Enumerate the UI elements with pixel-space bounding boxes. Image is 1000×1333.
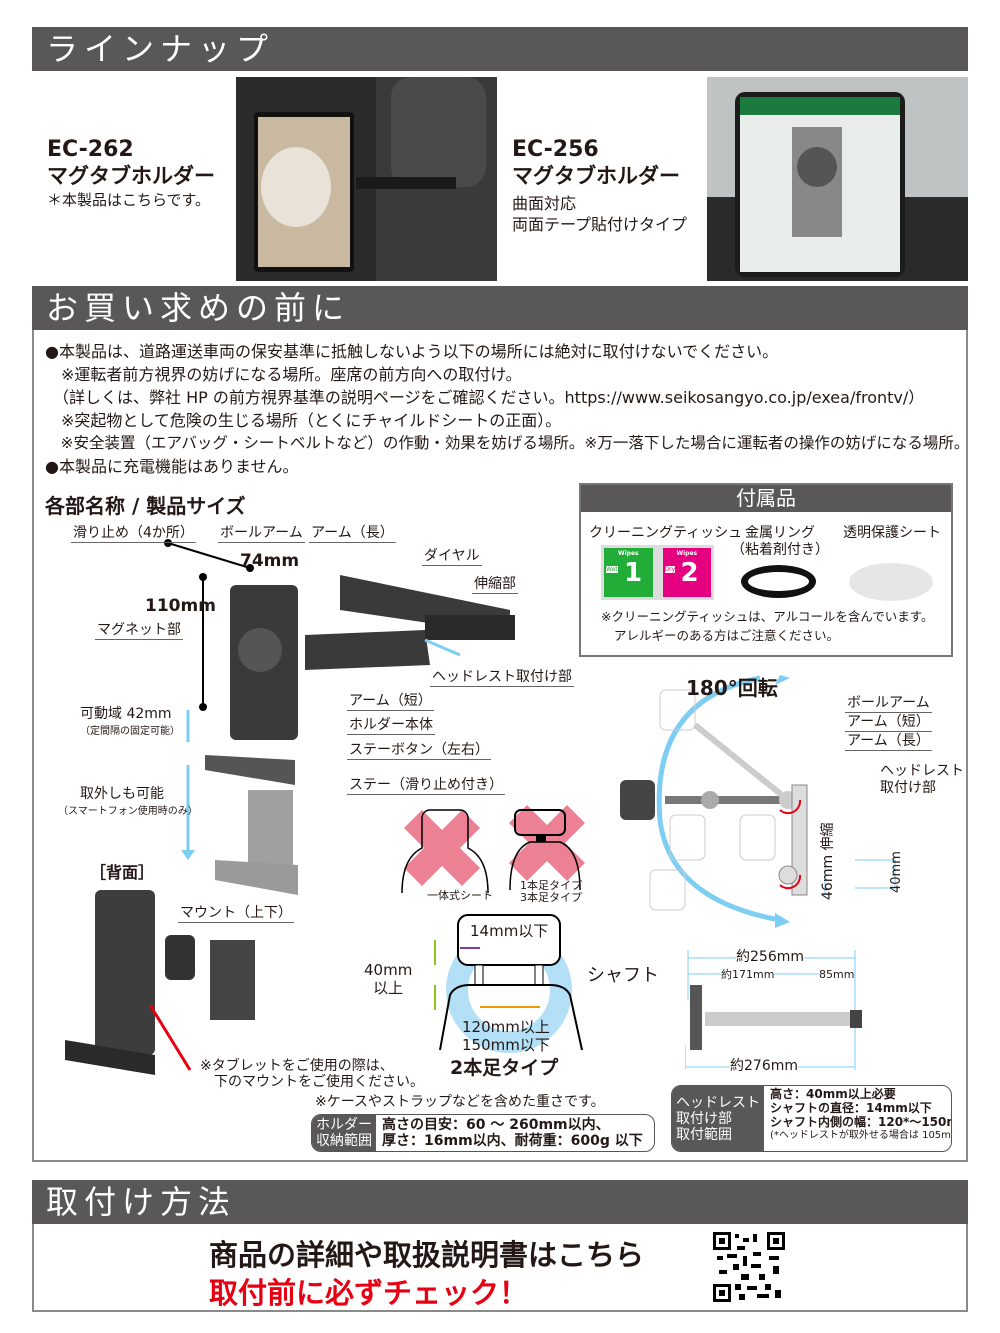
spec-line: (*ヘッドレストが取外せる場合は 105mm～ )	[770, 1130, 951, 1141]
label-stay-button: ステーボタン（左右）	[347, 742, 491, 760]
dim-40mm: 40mm	[889, 851, 904, 893]
dim-a: 約171mm	[721, 966, 775, 983]
tablet-note: 下のマウントをご使用ください。	[214, 1074, 424, 1090]
label-arm-long: アーム（長）	[309, 525, 396, 543]
label-mount: マウント（上下）	[178, 905, 294, 923]
stretch-dimension: 46mm 伸縮	[820, 822, 836, 900]
product-ec256: EC-256 マグタブホルダー 曲面対応 両面テープ貼付けタイプ	[512, 137, 687, 235]
tablet-note: ※タブレットをご使用の際は、	[200, 1058, 394, 1074]
feature: 両面テープ貼付けタイプ	[512, 215, 688, 234]
accessory-sheet: 透明保護シート	[843, 525, 941, 541]
spec-line: シャフト内側の幅：120*～150mm	[770, 1115, 952, 1129]
dim-bottom: 約276mm	[730, 1058, 798, 1075]
notice-line: ●本製品に充電機能はありません。	[45, 457, 299, 476]
lineup-header: ラインナップ	[32, 27, 968, 71]
accessory-ring: 金属リング （粘着剤付き）	[731, 525, 829, 558]
product-ec262: EC-262 マグタブホルダー ＊本製品はこちらです。	[47, 137, 215, 211]
wipe-type: Dry	[664, 566, 676, 573]
two-leg-type: 2本足タイプ	[450, 1057, 559, 1079]
weight-note: ※ケースやストラップなどを含めた重さです。	[315, 1094, 605, 1110]
wipe-label: Wipes	[618, 550, 639, 557]
label-dial: ダイヤル	[422, 548, 482, 566]
width-dimension: 74mm	[240, 551, 300, 571]
label-stay: ステー（滑り止め付き）	[347, 777, 505, 795]
dim-b: 85mm	[819, 966, 855, 983]
spec-line: 高さ：40mm以上必要	[770, 1087, 896, 1101]
back-label: ［背面］	[90, 863, 155, 882]
model: EC-256	[512, 137, 599, 162]
dim-total: 約256mm	[736, 949, 804, 966]
shaft-label: シャフト	[587, 965, 659, 986]
shaft-diameter: 14mm以下	[470, 922, 549, 940]
label-arm-short: アーム（短）	[347, 693, 434, 711]
parts-title: 各部名称 / 製品サイズ	[45, 494, 246, 518]
wipe-num: 1	[624, 558, 643, 588]
headrest-spec: ヘッドレスト 取付け部 取付範囲 高さ：40mm以上必要シャフトの直径：14mm…	[671, 1085, 952, 1152]
qr-code-icon[interactable]	[713, 1232, 785, 1302]
wipe-num: 2	[680, 558, 699, 588]
rot-label-arm-short: アーム（短）	[845, 714, 932, 732]
notice-line: （詳しくは、弊社 HP の前方視界基準の説明ページをご確認ください。https:…	[45, 388, 925, 407]
removable: 取外しも可能	[80, 786, 164, 802]
headrest-spec-key: ヘッドレスト 取付け部 取付範囲	[672, 1086, 764, 1151]
product-name: マグタブホルダー	[47, 164, 215, 188]
label-anti-slip: 滑り止め（4か所）	[71, 525, 196, 543]
label-ball-arm: ボールアーム	[218, 525, 305, 543]
feature: 曲面対応	[512, 194, 577, 213]
accessory-tissue: クリーニングティッシュ	[589, 525, 743, 541]
install-header: 取付け方法	[32, 1180, 968, 1224]
shaft-width: 120mm以上 150mm以下	[462, 1018, 550, 1054]
wipe-label: Wipes	[676, 550, 698, 557]
install-warning: 取付前に必ずチェック！	[209, 1276, 529, 1310]
removable-sub: （スマートフォン使用時のみ）	[58, 806, 198, 817]
install-link-text[interactable]: 商品の詳細や取扱説明書はこちら	[209, 1238, 645, 1272]
height-dimension: 110mm	[145, 596, 216, 616]
rotation-diagram	[620, 675, 896, 928]
label-holder-body: ホルダー本体	[347, 717, 435, 735]
accessory-note: アレルギーのある方はご注意ください。	[614, 628, 840, 643]
holder-spec: ホルダー 収納範囲 高さの目安：60 ～ 260mm以内、厚さ：16mm以内、耐…	[311, 1114, 655, 1152]
ng-one-three-leg: 1本足タイプ 3本足タイプ	[520, 879, 582, 904]
holder-spec-key: ホルダー 収納範囲	[312, 1115, 376, 1151]
accessories-title: 付属品	[581, 485, 951, 512]
notice-list: ●本製品は、道路運送車両の保安基準に抵触しないよう以下の場所には絶対に取付けない…	[45, 340, 969, 478]
notice-header: お買い求めの前に	[32, 286, 968, 330]
headrest-height: 40mm 以上	[364, 961, 413, 997]
product-name: マグタブホルダー	[512, 164, 680, 188]
movable-range-sub: （定間隔の固定可能）	[80, 726, 180, 737]
metal-ring-image	[741, 565, 816, 598]
ng-integrated-seat: 一体式シート	[427, 889, 493, 902]
rot-label-arm-long: アーム（長）	[845, 733, 932, 751]
parts-diagram	[65, 539, 515, 1075]
accessories-box: 付属品 クリーニングティッシュ 金属リング （粘着剤付き） 透明保護シート Wi…	[579, 483, 953, 657]
wipe-type: Wet	[606, 566, 618, 573]
label-magnet: マグネット部	[95, 622, 183, 640]
label-telescopic: 伸縮部	[472, 576, 518, 594]
rot-label-ball-arm: ボールアーム	[845, 695, 932, 713]
rotation-title: 180°回転	[686, 676, 778, 700]
notice-line: ※安全装置（エアバッグ・シートベルトなど）の作動・効果を妨げる場所。※万一落下し…	[45, 434, 970, 452]
model: EC-262	[47, 137, 134, 162]
product-note: ＊本製品はこちらです。	[47, 191, 211, 209]
ec262-photo	[236, 77, 497, 281]
accessory-note: ※クリーニングティッシュは、アルコールを含んでいます。	[601, 609, 934, 624]
notice-line: ※運転者前方視界の妨げになる場所。座席の前方向への取付け。	[45, 365, 522, 384]
headrest-diagram	[401, 805, 585, 1053]
movable-range: 可動域 42mm	[80, 706, 172, 722]
protective-sheet-image	[849, 563, 933, 601]
notice-line: ●本製品は、道路運送車両の保安基準に抵触しないよう以下の場所には絶対に取付けない…	[45, 342, 779, 361]
ec256-photo	[707, 77, 968, 281]
spec-line: シャフトの直径：14mm以下	[770, 1101, 932, 1115]
notice-line: ※突起物として危険の生じる場所（とくにチャイルドシートの正面）。	[45, 411, 562, 430]
label-headrest-mount: ヘッドレスト取付け部	[430, 669, 574, 687]
spec-line: 厚さ：16mm以内、耐荷重：600g 以下	[382, 1133, 643, 1149]
spec-line: 高さの目安：60 ～ 260mm以内、	[382, 1117, 610, 1133]
rot-label-headrest-mount: ヘッドレスト 取付け部	[880, 763, 964, 796]
